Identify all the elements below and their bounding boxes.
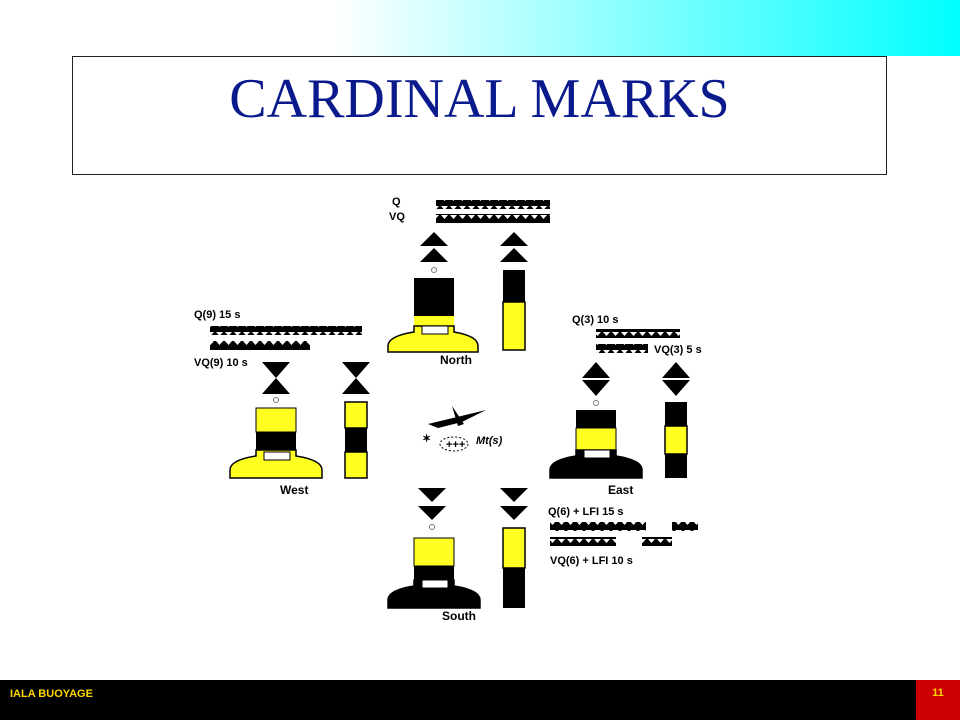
south-pillar-buoy-icon [387, 537, 481, 609]
north-light-vq-label: VQ [389, 211, 405, 223]
west-vq-flash-bar [210, 341, 310, 350]
north-spar-topmark-upper-cone-icon [500, 232, 528, 246]
west-q-flash-bar [210, 326, 362, 335]
svg-text:+++: +++ [446, 439, 465, 451]
south-light-vq-label: VQ(6) + LFI 10 s [550, 555, 633, 567]
east-topmark-lower-cone-icon [582, 380, 610, 396]
south-light-q-label: Q(6) + LFI 15 s [548, 506, 624, 518]
west-topmark-upper-cone-icon [262, 362, 290, 378]
east-spar-buoy-icon [664, 402, 688, 478]
center-cross-icon: ✶ [422, 433, 431, 445]
east-spar-topmark-lower-cone-icon [662, 380, 690, 396]
west-label: West [280, 483, 308, 497]
south-spar-buoy-icon [502, 527, 526, 608]
south-topmark-upper-cone-icon [418, 488, 446, 502]
south-q-flash-bar [550, 522, 698, 531]
north-spar-buoy-icon [502, 270, 526, 351]
page-title: CARDINAL MARKS [229, 68, 730, 130]
north-light-icon [431, 267, 437, 273]
west-mark-group: Q(9) 15 s VQ(9) 10 s West [194, 309, 370, 497]
north-spar-topmark-lower-cone-icon [500, 248, 528, 262]
south-label: South [442, 609, 476, 623]
title-box: CARDINAL MARKS [72, 56, 887, 175]
east-mark-group: Q(3) 10 s VQ(3) 5 s East [549, 314, 702, 497]
east-vq-flash-bar [596, 344, 648, 353]
south-light-icon [429, 524, 435, 530]
north-label: North [440, 353, 472, 367]
north-mark-group: Q VQ North [387, 196, 550, 367]
north-pillar-buoy-icon [387, 278, 479, 353]
west-topmark-lower-cone-icon [262, 378, 290, 394]
south-spar-topmark-lower-cone-icon [500, 506, 528, 520]
footer-bar: IALA BUOYAGE 11 [0, 680, 960, 720]
east-pillar-buoy-icon [549, 410, 643, 479]
east-light-q-label: Q(3) 10 s [572, 314, 618, 326]
west-light-vq-label: VQ(9) 10 s [194, 357, 248, 369]
south-vq-flash-bar [550, 537, 672, 546]
top-gradient-band [0, 0, 960, 56]
south-topmark-lower-cone-icon [418, 506, 446, 520]
center-label: Mt(s) [476, 435, 503, 447]
north-light-q-label: Q [392, 196, 401, 208]
page-number: 11 [916, 680, 960, 720]
east-topmark-upper-cone-icon [582, 362, 610, 378]
west-spar-topmark-lower-cone-icon [342, 378, 370, 394]
south-spar-topmark-upper-cone-icon [500, 488, 528, 502]
east-label: East [608, 483, 633, 497]
east-light-vq-label: VQ(3) 5 s [654, 344, 702, 356]
east-spar-topmark-upper-cone-icon [662, 362, 690, 378]
south-mark-group: Q(6) + LFI 15 s VQ(6) + LFI 10 s South [387, 488, 698, 623]
footer-label: IALA BUOYAGE [10, 688, 93, 700]
cardinal-marks-diagram: Q VQ North Q(9) 15 s VQ(9) 10 s [194, 196, 702, 623]
center-obstruction-icon [439, 436, 469, 452]
east-q-flash-bar [596, 329, 680, 338]
center-symbol-group: ✶ +++ Mt(s) [422, 406, 503, 452]
west-spar-buoy-icon [344, 401, 368, 479]
north-q-flash-bar [436, 200, 550, 209]
west-light-q-label: Q(9) 15 s [194, 309, 240, 321]
north-topmark-upper-cone-icon [420, 232, 448, 246]
west-pillar-buoy-icon [229, 407, 323, 479]
west-spar-topmark-upper-cone-icon [342, 362, 370, 378]
east-light-icon [593, 400, 599, 406]
north-vq-flash-bar [436, 214, 550, 223]
west-light-icon [273, 397, 279, 403]
north-topmark-lower-cone-icon [420, 248, 448, 262]
